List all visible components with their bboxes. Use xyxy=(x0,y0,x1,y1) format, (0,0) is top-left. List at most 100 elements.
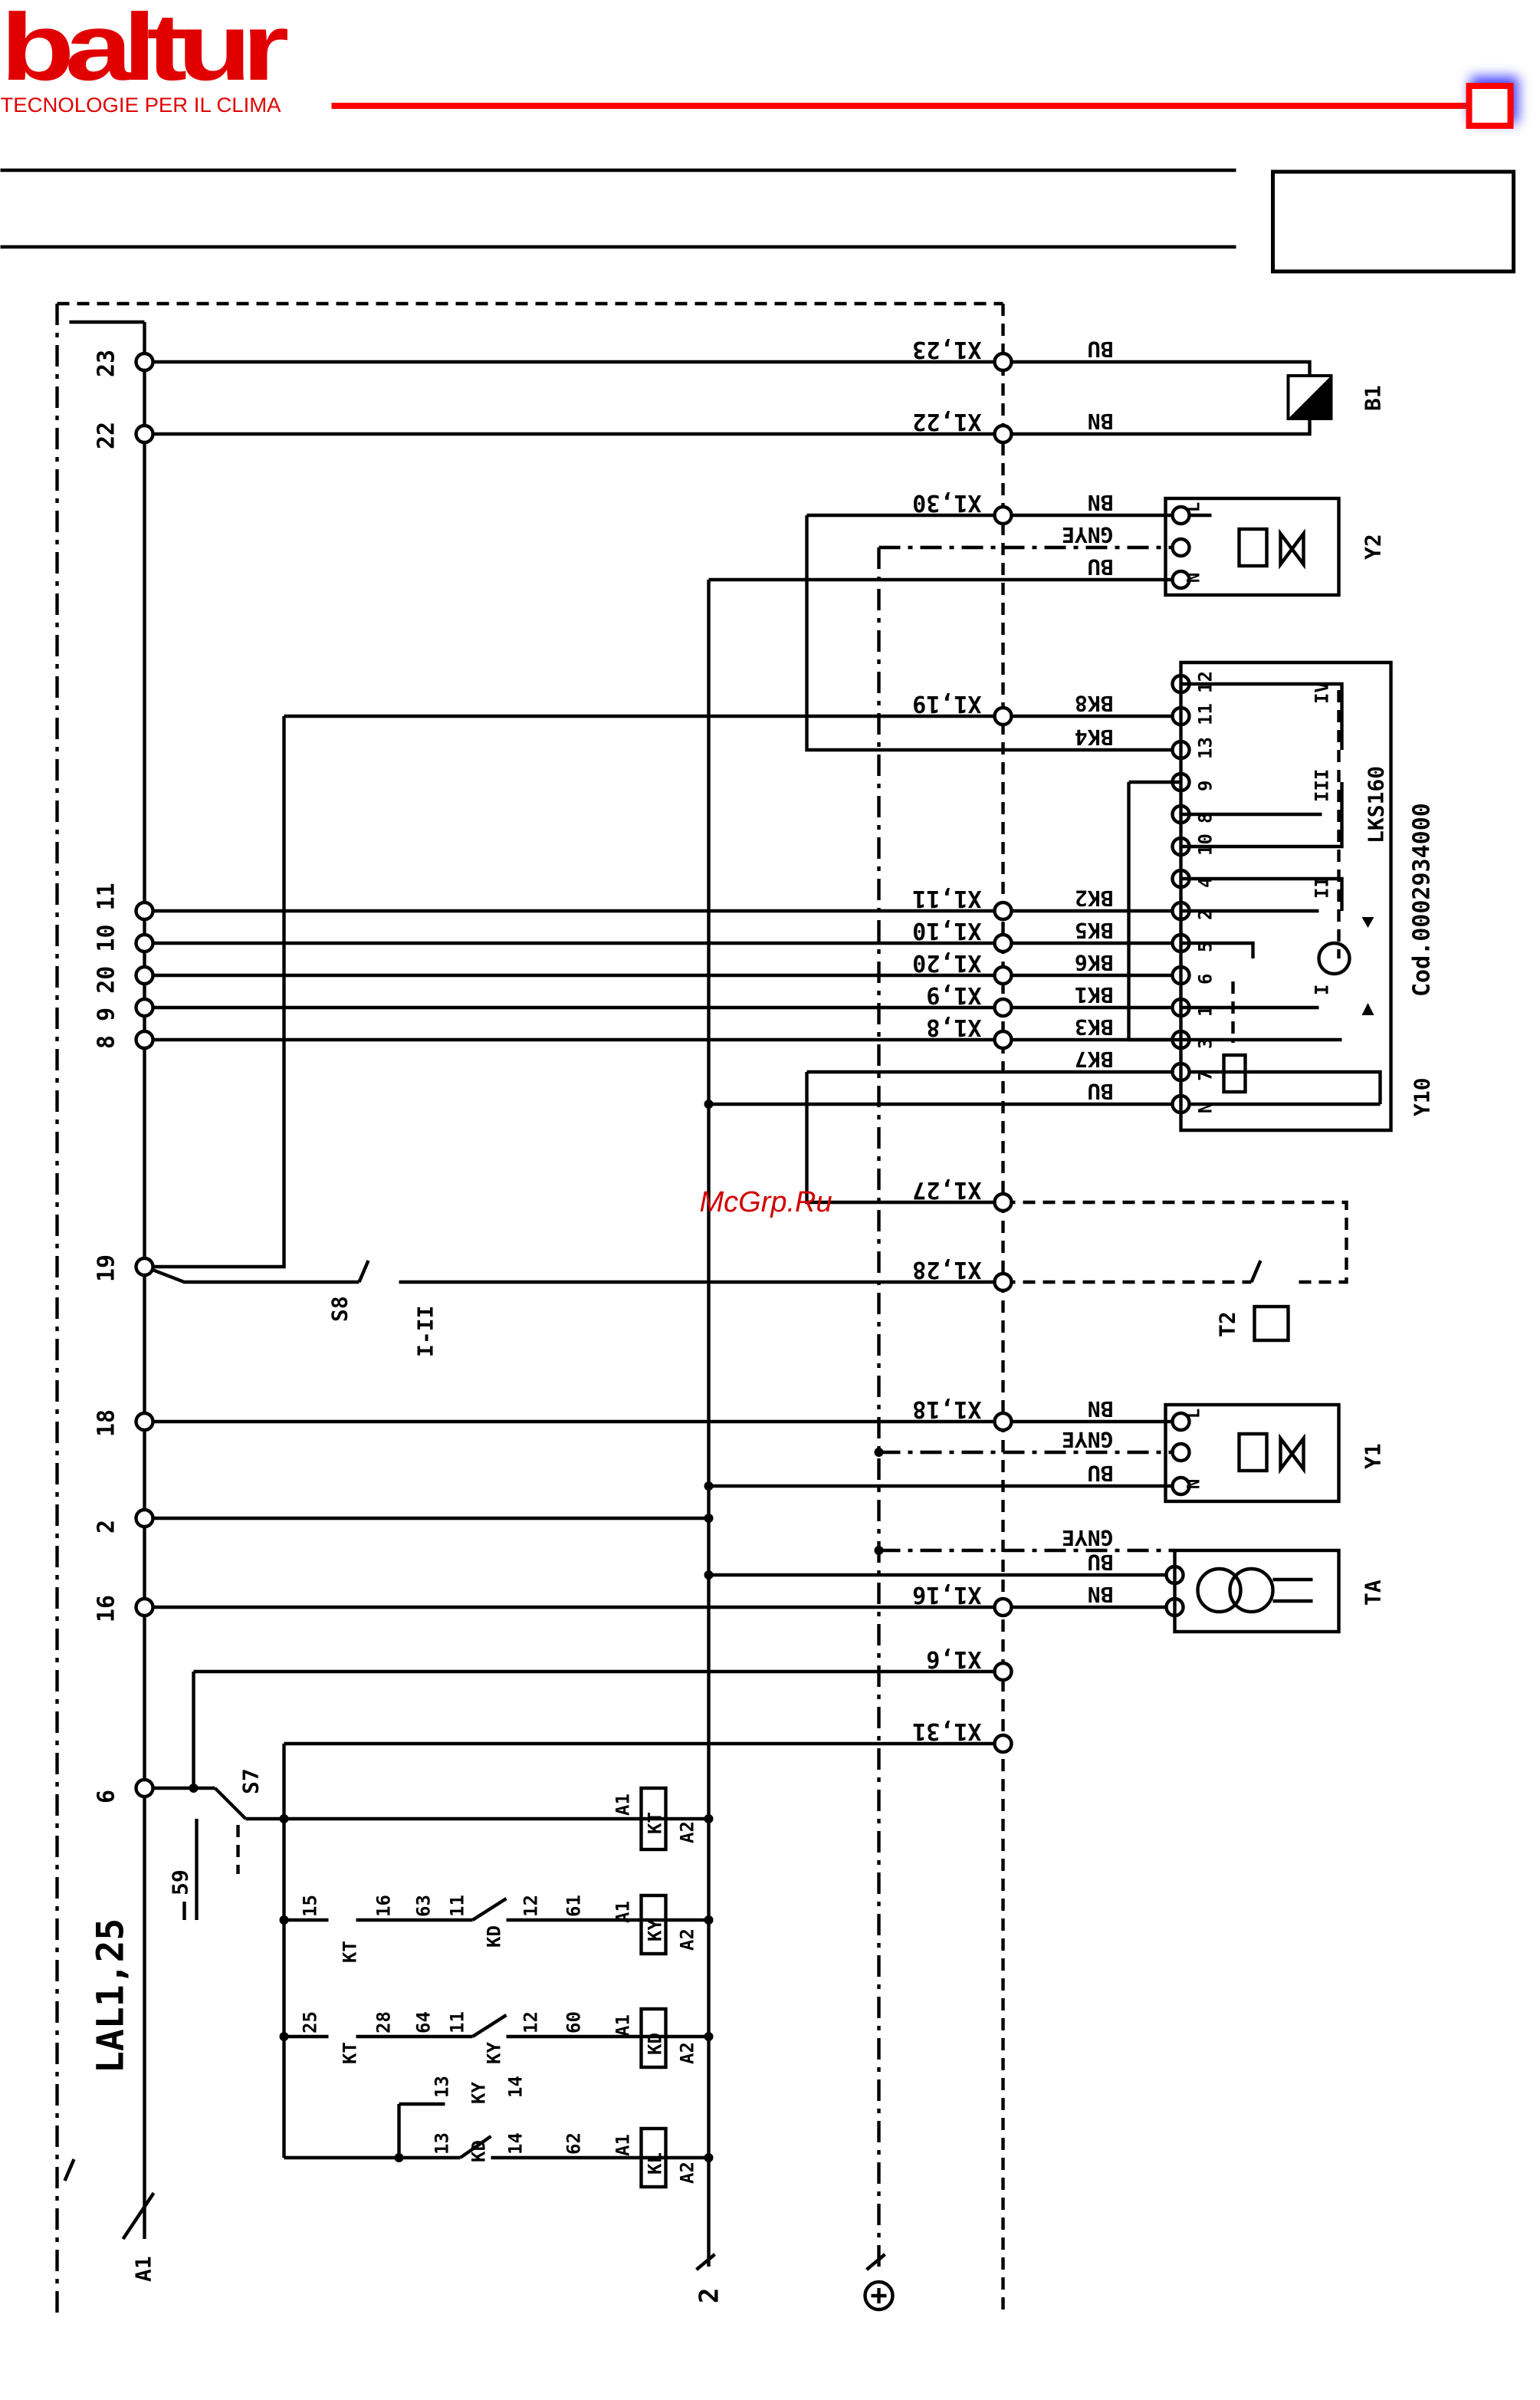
junction-dot xyxy=(704,2153,714,2162)
sensor-b1 xyxy=(1286,374,1333,420)
strip-label: X1,11 xyxy=(912,885,981,912)
left-terminal-label: 16 xyxy=(94,1595,120,1622)
component-label-lks160: LKS160 xyxy=(1364,766,1389,843)
contact-label: 63 xyxy=(413,1895,435,1917)
lks-terminal-label: 10 xyxy=(1195,833,1217,856)
valve-terminal-label: L xyxy=(1185,502,1204,512)
left-terminal-label: 19 xyxy=(94,1254,120,1282)
strip-label: X1,28 xyxy=(912,1256,981,1283)
junction-dot xyxy=(394,2153,404,2162)
wire-color-label: BK1 xyxy=(1075,982,1114,1008)
wire-color-label: BK7 xyxy=(1075,1047,1114,1072)
junction-dot xyxy=(704,1814,714,1823)
strip-label: X1,20 xyxy=(912,949,981,976)
strip-label: X1,6 xyxy=(926,1645,981,1672)
terminal-node xyxy=(134,965,155,986)
transformer-ta xyxy=(1173,1548,1341,1634)
lks-terminal-label: 2 xyxy=(1195,909,1217,920)
junction-dot xyxy=(874,1448,884,1457)
lks-terminal-label: 9 xyxy=(1195,781,1217,791)
svg-text:baltur: baltur xyxy=(1,0,288,100)
contact-label: KD xyxy=(484,1925,505,1948)
strip-label: X1,30 xyxy=(912,489,981,516)
terminal-node xyxy=(134,932,155,954)
terminal-node xyxy=(134,1596,155,1618)
lks-terminal-label: 5 xyxy=(1195,942,1217,952)
neutral-label: 2 xyxy=(694,2288,725,2303)
terminal-node xyxy=(993,1661,1013,1682)
relay-name: KL xyxy=(645,2152,666,2175)
terminal-node xyxy=(1171,1411,1191,1432)
terminal-node xyxy=(134,423,155,445)
wires xyxy=(143,360,1382,2160)
lks-switch-label: I xyxy=(1312,985,1333,995)
strip-label: X1,22 xyxy=(912,408,981,435)
contact-label: 14 xyxy=(505,2076,527,2098)
lks-switch-label: IV xyxy=(1312,682,1333,704)
terminal-node xyxy=(993,900,1013,922)
title-box xyxy=(1271,169,1515,274)
wire-color-label: BK5 xyxy=(1075,918,1114,943)
relay-coils xyxy=(639,1786,668,2189)
valve-y1 xyxy=(1164,1402,1341,1504)
s8-mode-label: I-II xyxy=(413,1306,438,1357)
watermark: McGrp.Ru xyxy=(700,1186,832,1218)
terminal-node xyxy=(993,997,1013,1018)
left-terminal-label: 22 xyxy=(94,422,120,449)
strip-label: X1,19 xyxy=(912,690,981,717)
strip-label: X1,31 xyxy=(912,1718,981,1744)
contact-label: 14 xyxy=(505,2132,527,2155)
contact-label: KT xyxy=(340,2042,361,2064)
valve-y2 xyxy=(1164,496,1341,597)
relay-a2: A2 xyxy=(677,1928,698,1951)
relay-a2: A2 xyxy=(677,2042,698,2064)
strip-label: X1,9 xyxy=(926,981,981,1008)
strip-label: X1,8 xyxy=(926,1014,981,1041)
wire-color-label: BU xyxy=(1088,554,1114,580)
terminal-node xyxy=(993,1596,1013,1618)
relay-a1: A1 xyxy=(612,1901,634,1923)
s7-terminal-label: 59 xyxy=(168,1869,193,1895)
left-terminal-label: 8 9 20 10 11 xyxy=(94,883,120,1049)
lks-switch-label: III xyxy=(1312,769,1333,802)
terminal-node xyxy=(1171,1475,1191,1497)
component-label-ta: TA xyxy=(1361,1580,1386,1606)
relay-a1: A1 xyxy=(612,2134,634,2156)
terminal-node xyxy=(993,423,1013,445)
wire-color-label: BK2 xyxy=(1075,886,1114,911)
component-label-s8: S8 xyxy=(327,1296,353,1322)
controller-ref: A1 xyxy=(131,2256,156,2282)
junction-dot xyxy=(279,2032,289,2041)
relay-a1: A1 xyxy=(612,1793,634,1816)
strip-label: X1,16 xyxy=(912,1581,981,1608)
contact-label: 28 xyxy=(373,2011,395,2033)
junction-dot xyxy=(874,1546,884,1555)
logo-tagline: TECNOLOGIE PER IL CLIMA xyxy=(1,94,281,117)
terminal-node xyxy=(134,351,155,373)
relay-a2: A2 xyxy=(677,1821,698,1843)
junction-dot xyxy=(704,2032,714,2041)
terminal-node xyxy=(134,1507,155,1529)
controller-label: LAL1,25 xyxy=(90,1918,133,2073)
lks-terminal-label: N xyxy=(1195,1103,1217,1113)
terminal-node xyxy=(134,1777,155,1799)
terminal-node xyxy=(1171,505,1191,526)
terminal-node xyxy=(993,1029,1013,1050)
lks-switch-label: II xyxy=(1312,876,1333,899)
junction-dot xyxy=(279,1814,289,1823)
contact-label: 11 xyxy=(447,2011,468,2033)
component-label-s7: S7 xyxy=(238,1768,264,1794)
component-label-t2: T2 xyxy=(1215,1311,1240,1337)
terminal-node xyxy=(993,932,1013,954)
lks-terminal-label: 11 xyxy=(1195,703,1217,725)
wire-color-label: GNYE xyxy=(1062,1525,1113,1550)
lks-terminal-label: 4 xyxy=(1195,877,1217,888)
servomotor-y10 xyxy=(1127,660,1393,1133)
contact-label: 25 xyxy=(300,2011,321,2033)
wire-color-label: BU xyxy=(1088,1079,1114,1104)
terminal-node xyxy=(993,965,1013,986)
wire-color-label: BU xyxy=(1088,337,1114,362)
terminal-node xyxy=(993,351,1013,373)
